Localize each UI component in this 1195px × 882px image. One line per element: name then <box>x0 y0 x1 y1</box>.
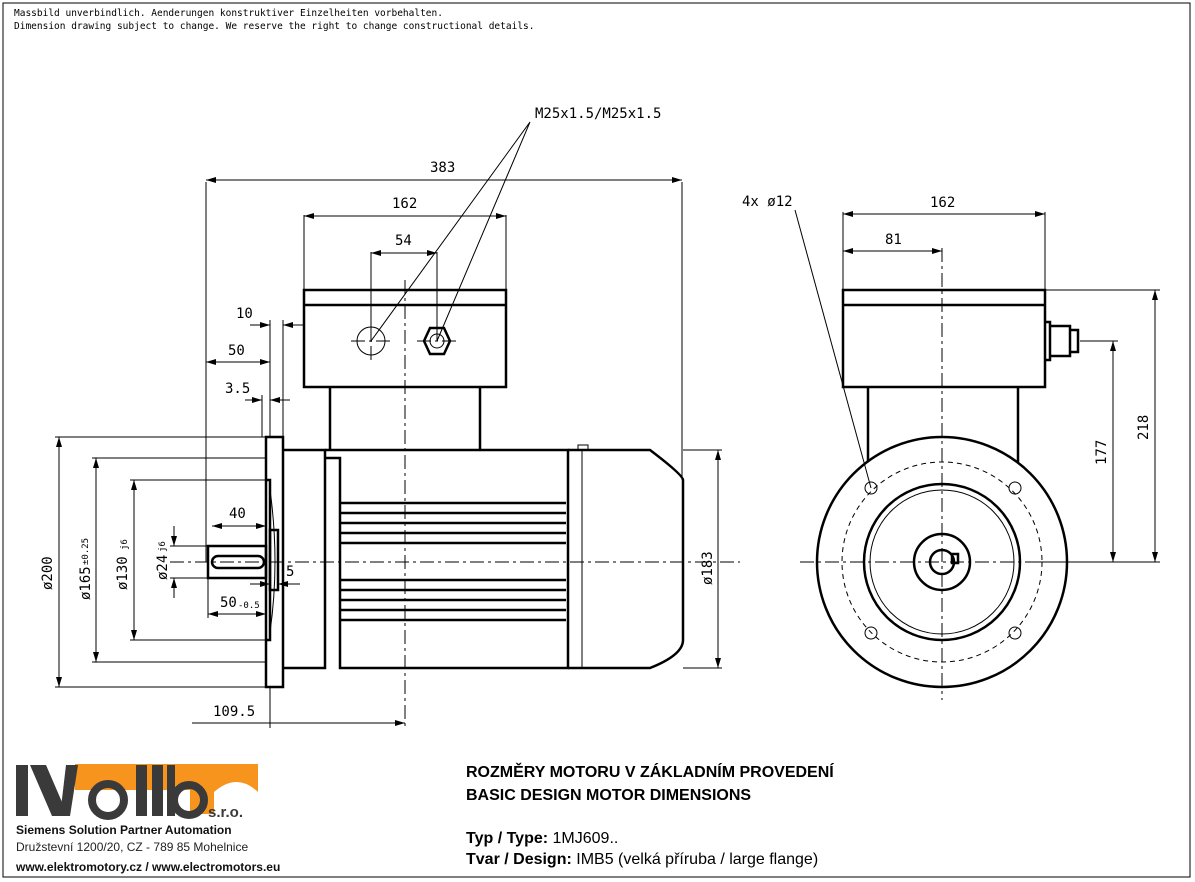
type-row: Typ / Type: 1MJ609.. <box>466 830 618 848</box>
drawing-line <box>167 765 175 816</box>
dim-d200: ø200 <box>40 556 56 590</box>
design-value: IMB5 (velká příruba / large flange) <box>576 851 819 868</box>
drawing-line <box>283 448 327 670</box>
dim-162-front: 162 <box>930 195 955 211</box>
dim-d130-tol: j6 <box>120 539 130 550</box>
drawing-line <box>866 387 1020 462</box>
thread-label: M25x1.5/M25x1.5 <box>535 106 661 122</box>
terminal-neck <box>328 387 482 450</box>
drawing-line <box>205 182 683 562</box>
company-address: Družstevní 1200/20, CZ - 789 85 Mohelnic… <box>16 840 249 854</box>
front-view: 4x ø12 162 81 177 218 <box>742 194 1160 700</box>
type-value: 1MJ609.. <box>552 830 619 847</box>
drawing-line <box>30 765 62 816</box>
drawing-line <box>152 765 163 816</box>
type-label: Typ / Type: <box>466 830 549 847</box>
drawing-line <box>60 765 78 816</box>
dim-d24-tol: j6 <box>158 541 168 552</box>
design-label: Tvar / Design: <box>466 851 572 868</box>
dim-54: 54 <box>395 233 412 249</box>
cable-gland-front <box>1045 320 1080 362</box>
drawing-line <box>794 209 872 489</box>
holes-label: 4x ø12 <box>742 194 793 210</box>
drawing-line <box>864 481 878 495</box>
dim-81: 81 <box>885 232 902 248</box>
drawing-line <box>16 765 28 816</box>
drawing-line <box>75 764 258 814</box>
dim-d165-tol: ±0.25 <box>81 538 91 565</box>
drawing-line <box>864 626 878 640</box>
dim-177: 177 <box>1094 440 1110 465</box>
drawing-line <box>269 320 284 437</box>
dim-162: 162 <box>392 196 417 212</box>
dim-d165: ø165 <box>78 566 94 600</box>
drawing-line <box>370 252 438 341</box>
dim-218: 218 <box>1136 415 1152 440</box>
bolt-holes <box>864 481 1022 640</box>
drawing-line <box>1008 481 1022 495</box>
drawing-line <box>136 765 147 816</box>
company-tagline: Siemens Solution Partner Automation <box>16 823 232 837</box>
design-row: Tvar / Design: IMB5 (velká příruba / lar… <box>466 851 818 869</box>
dim-3-5: 3.5 <box>225 381 250 397</box>
drawing-line <box>38 765 68 816</box>
dim-d130: ø130 <box>115 556 131 590</box>
company-website[interactable]: www.elektromotory.cz / www.electromotors… <box>16 860 281 874</box>
title-en: BASIC DESIGN MOTOR DIMENSIONS <box>466 787 752 804</box>
disclaimer-de: Massbild unverbindlich. Aenderungen kons… <box>14 8 443 19</box>
dim-50: 50 <box>228 343 245 359</box>
drawing-line <box>370 121 531 342</box>
fan-cover <box>568 448 685 670</box>
motor-frame <box>325 448 570 670</box>
drawing-line <box>340 578 566 622</box>
drawing-line <box>88 780 128 820</box>
drawing-line <box>55 436 266 688</box>
drawing-line <box>303 215 507 290</box>
dim-5: 5 <box>286 564 294 580</box>
drawing-line <box>130 479 266 641</box>
terminal-box-front <box>841 288 1047 389</box>
drawing-line <box>92 457 266 663</box>
disclaimer-en: Dimension drawing subject to change. We … <box>14 21 535 32</box>
drawing-line <box>1008 626 1022 640</box>
dim-50-shaft: 50 <box>220 595 237 611</box>
side-view: M25x1.5/M25x1.5 383 162 54 10 50 3.5 ø20… <box>40 106 740 728</box>
dim-d183: ø183 <box>700 551 716 585</box>
dim-383: 383 <box>430 160 455 176</box>
logo-suffix: s.r.o. <box>208 804 243 821</box>
title-cz: ROZMĚRY MOTORU V ZÁKLADNÍM PROVEDENÍ <box>466 764 834 781</box>
drawing-line <box>268 528 280 592</box>
dim-10: 10 <box>236 306 253 322</box>
drawing-line <box>340 501 566 545</box>
cooling-fins <box>340 501 566 622</box>
drawing-line <box>950 552 960 565</box>
dim-50-tol: -0.5 <box>238 601 260 611</box>
dim-d24: ø24 <box>155 555 171 580</box>
company-logo: s.r.o. <box>16 764 258 821</box>
dim-40: 40 <box>229 506 246 522</box>
dim-109-5: 109.5 <box>213 704 255 720</box>
drawing-line <box>577 444 589 451</box>
